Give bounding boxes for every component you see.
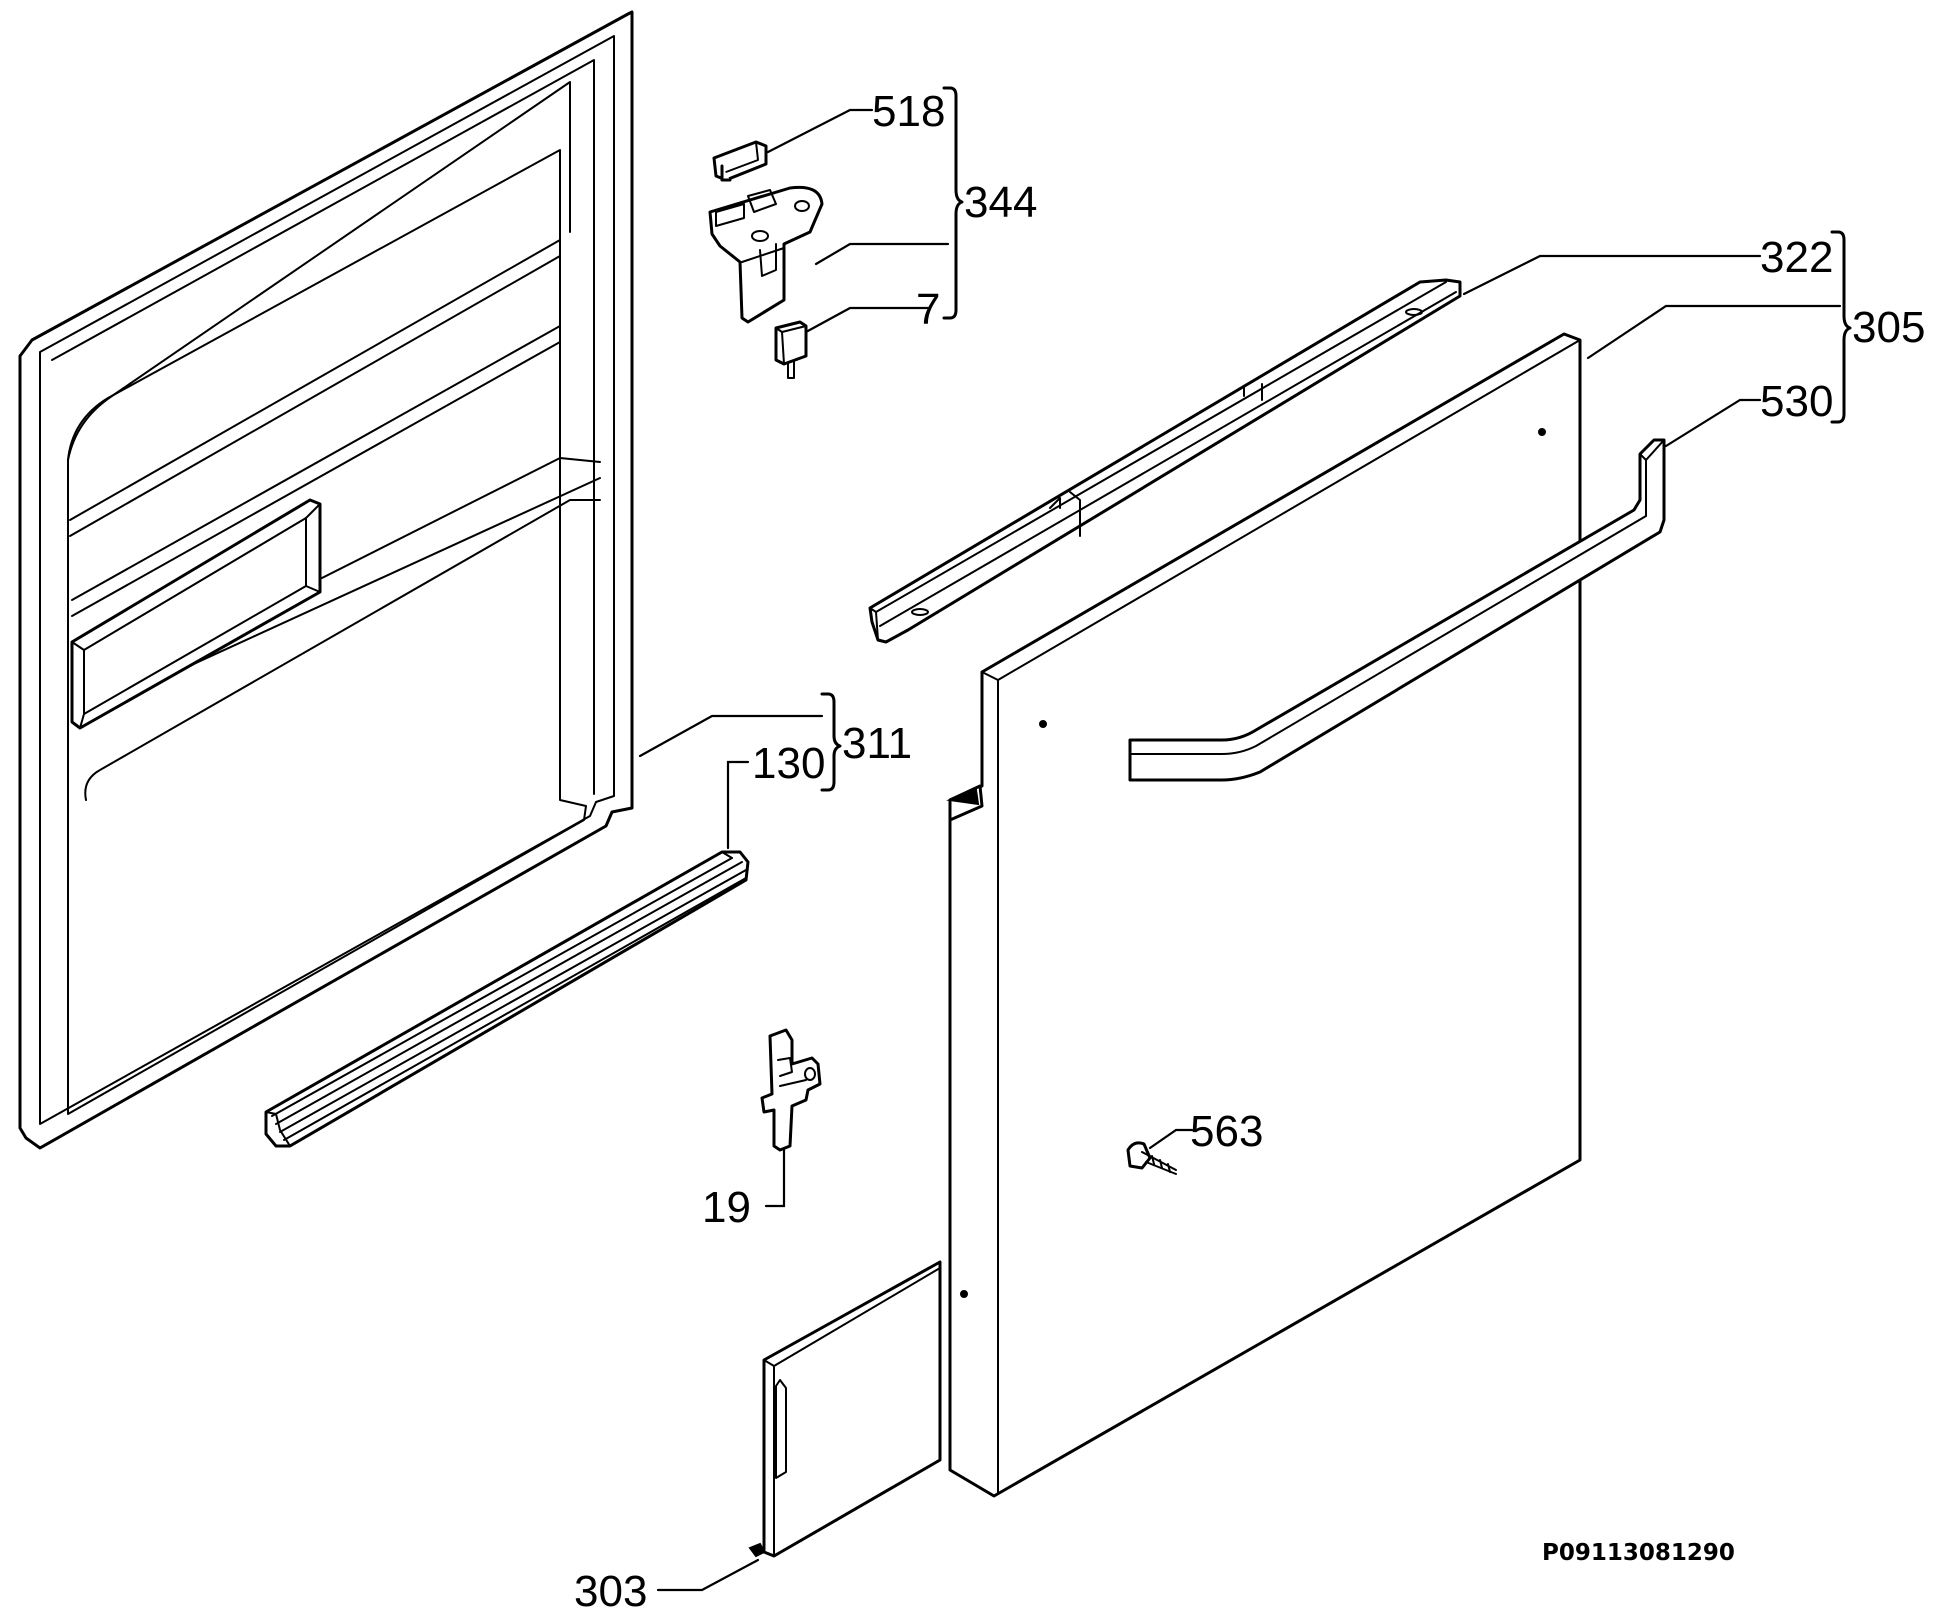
- callout-344: 344: [964, 178, 1037, 227]
- leader-lines: [638, 108, 1842, 1592]
- door-rail: [868, 278, 1462, 644]
- screw: [1126, 1141, 1177, 1175]
- callout-518: 518: [872, 87, 945, 136]
- callout-311: 311: [842, 719, 912, 768]
- drawing-code: P09113081290: [1542, 1540, 1735, 1566]
- callout-19: 19: [702, 1183, 751, 1232]
- door-lock-assembly: [708, 140, 824, 379]
- bottom-seal-strip: [264, 850, 750, 1148]
- callout-305: 305: [1852, 303, 1925, 352]
- plinth-panel: [748, 1260, 942, 1558]
- callout-303: 303: [574, 1567, 647, 1613]
- assembly-braces: [820, 86, 1852, 792]
- door-handle: [1128, 438, 1666, 782]
- inner-door-panel: [18, 10, 634, 1150]
- door-front-panel: [946, 332, 1582, 1498]
- hinge-clip: [760, 1028, 822, 1152]
- callout-130: 130: [752, 739, 825, 788]
- callout-7: 7: [916, 285, 940, 334]
- callout-530: 530: [1760, 377, 1833, 426]
- callout-322: 322: [1760, 233, 1833, 282]
- callout-563: 563: [1190, 1107, 1263, 1156]
- callout-labels: 518 344 7 322 305 530 311 130 563 19 303…: [574, 87, 1925, 1613]
